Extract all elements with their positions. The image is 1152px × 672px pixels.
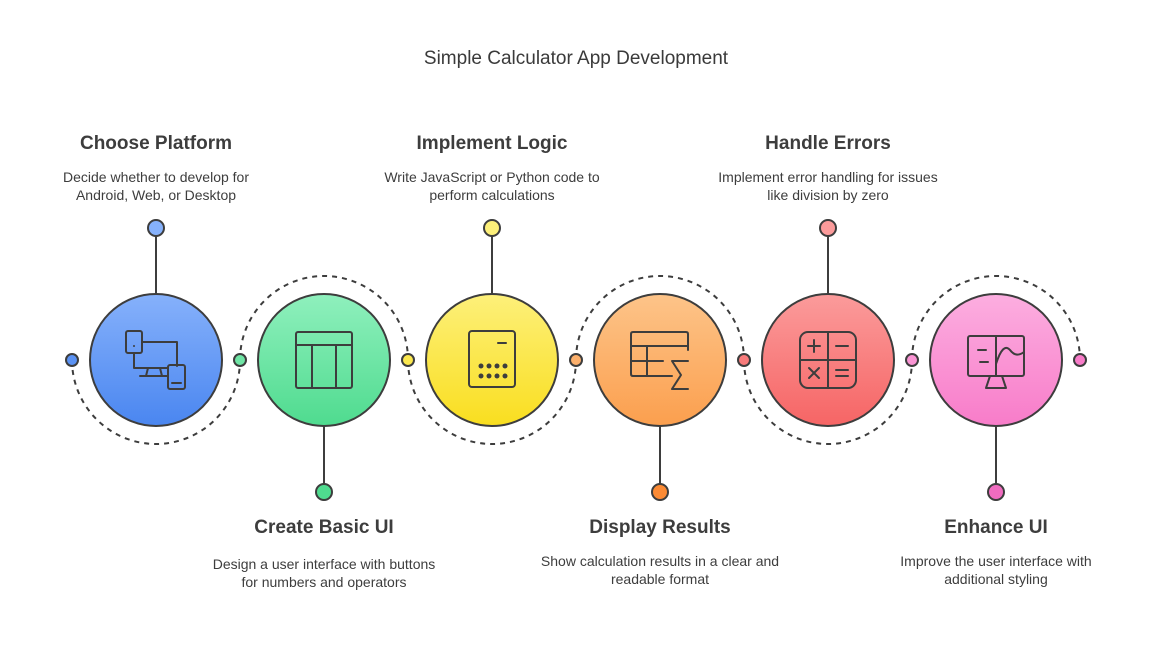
stem-dot-3 [483,219,501,237]
step-circle-3 [425,293,559,427]
junction-dot-7 [1073,353,1087,367]
table-sum-icon [630,331,689,390]
step-description: Show calculation results in a clear and … [540,553,780,587]
step-description: Implement error handling for issues like… [718,169,938,203]
stem-dot-2 [315,483,333,501]
layout-icon [295,331,353,389]
stem-dot-1 [147,219,165,237]
step-title: Create Basic UI [254,517,394,538]
junction-dot-1 [65,353,79,367]
stem-dot-5 [819,219,837,237]
step-title: Choose Platform [79,133,233,154]
junction-dot-5 [737,353,751,367]
step-title: Handle Errors [765,133,891,154]
step-circle-2 [257,293,391,427]
junction-dot-4 [569,353,583,367]
junction-dot-3 [401,353,415,367]
step-description: Write JavaScript or Python code to perfo… [384,169,600,203]
connector-arc-4 [575,275,745,361]
devices-icon [125,330,186,390]
monitor-chart-icon [967,335,1025,389]
junction-dot-2 [233,353,247,367]
connector-arc-6 [911,275,1081,361]
step-description: Decide whether to develop for Android, W… [63,169,249,203]
step-title: Implement Logic [416,133,568,154]
step-description: Design a user interface with buttons for… [212,556,436,590]
math-operators-icon [799,331,857,389]
step-title: Enhance UI [944,517,1048,538]
connector-arc-2 [239,275,409,361]
connector-arc-1 [71,359,241,445]
step-circle-1 [89,293,223,427]
stem-dot-4 [651,483,669,501]
stem-dot-6 [987,483,1005,501]
calculator-icon [468,330,516,388]
step-description: Improve the user interface with addition… [900,553,1092,587]
step-title: Display Results [589,517,731,538]
junction-dot-6 [905,353,919,367]
connector-arc-5 [743,359,913,445]
diagram-title: Simple Calculator App Development [423,48,729,69]
connector-arc-3 [407,359,577,445]
